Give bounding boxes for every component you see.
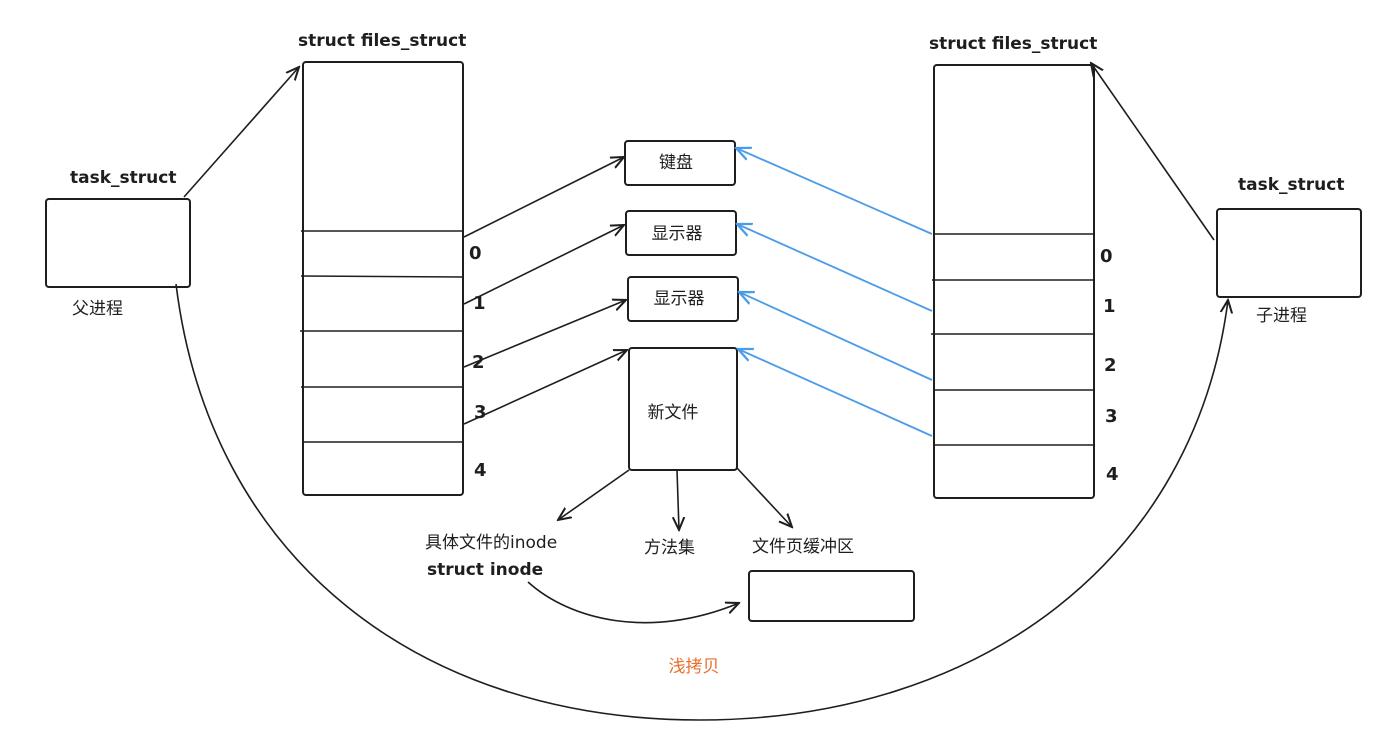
child-to-files-struct-arrow	[1091, 63, 1215, 241]
file-keyboard: 键盘	[624, 140, 736, 186]
display-label: 显示器	[654, 289, 705, 309]
child-fd2-to-display-arrow	[739, 292, 933, 381]
child-process: task_struct 子进程	[1216, 175, 1362, 326]
new-file-box	[628, 347, 738, 471]
new-file-to-inode-arrow	[558, 469, 630, 520]
child-fd1-to-display-arrow	[737, 224, 933, 312]
file-new-file: 新文件	[628, 347, 738, 471]
child-task-struct-label: task_struct	[1238, 175, 1344, 195]
parent-files-struct-box	[302, 61, 464, 496]
child-fd3-to-new-file-arrow	[738, 349, 933, 437]
file-display-2: 显示器	[627, 276, 739, 322]
parent-fd-index-0: 0	[469, 243, 482, 264]
keyboard-label: 键盘	[659, 153, 693, 173]
new-file-to-methods-arrow	[677, 469, 679, 530]
child-files-struct: struct files_struct 0 1 2 3 4	[929, 34, 1119, 499]
parent-task-struct-box	[45, 198, 191, 288]
child-fd-index-4: 4	[1106, 464, 1119, 485]
inode-label-line2: struct inode	[427, 560, 543, 580]
page-cache-box	[748, 570, 915, 622]
child-fd-index-3: 3	[1105, 406, 1118, 427]
parent-fd1-to-display-arrow	[463, 225, 624, 305]
child-fd-index-2: 2	[1104, 355, 1117, 376]
methods-label: 方法集	[644, 538, 695, 558]
child-files-struct-label: struct files_struct	[929, 34, 1097, 54]
child-process-caption: 子进程	[1256, 306, 1307, 326]
display-label: 显示器	[652, 224, 703, 244]
new-file-label: 新文件	[648, 403, 699, 423]
parent-task-struct-label: task_struct	[70, 168, 176, 188]
inode-label-line1: 具体文件的inode	[425, 533, 557, 553]
parent-fd0-to-keyboard-arrow	[463, 157, 624, 238]
inode-to-page-cache-arrow	[527, 581, 739, 624]
parent-fd-index-4: 4	[474, 460, 487, 481]
child-fd-index-0: 0	[1100, 246, 1113, 267]
parent-to-files-struct-arrow	[183, 67, 299, 198]
file-display-1: 显示器	[625, 210, 737, 256]
keyboard-box	[624, 140, 736, 186]
shallow-copy-arrow	[175, 283, 1228, 721]
parent-fd3-to-new-file-arrow	[463, 350, 627, 425]
parent-fd-index-3: 3	[474, 402, 487, 423]
parent-files-struct: struct files_struct 0 1 2 3 4	[298, 31, 487, 496]
parent-process: task_struct 父进程	[45, 168, 191, 319]
parent-fd2-to-display-arrow	[463, 300, 626, 368]
child-fd-index-1: 1	[1103, 296, 1116, 317]
new-file-to-page-cache-arrow	[736, 467, 792, 527]
child-files-struct-box	[933, 64, 1095, 499]
child-fd0-to-keyboard-arrow	[736, 148, 933, 235]
shallow-copy-label: 浅拷贝	[669, 657, 720, 677]
parent-process-caption: 父进程	[72, 299, 123, 319]
parent-fd-divider	[300, 275, 464, 278]
parent-fd-index-2: 2	[472, 352, 485, 373]
child-task-struct-box	[1216, 208, 1362, 298]
page-cache-label: 文件页缓冲区	[752, 537, 854, 557]
parent-files-struct-label: struct files_struct	[298, 31, 466, 51]
